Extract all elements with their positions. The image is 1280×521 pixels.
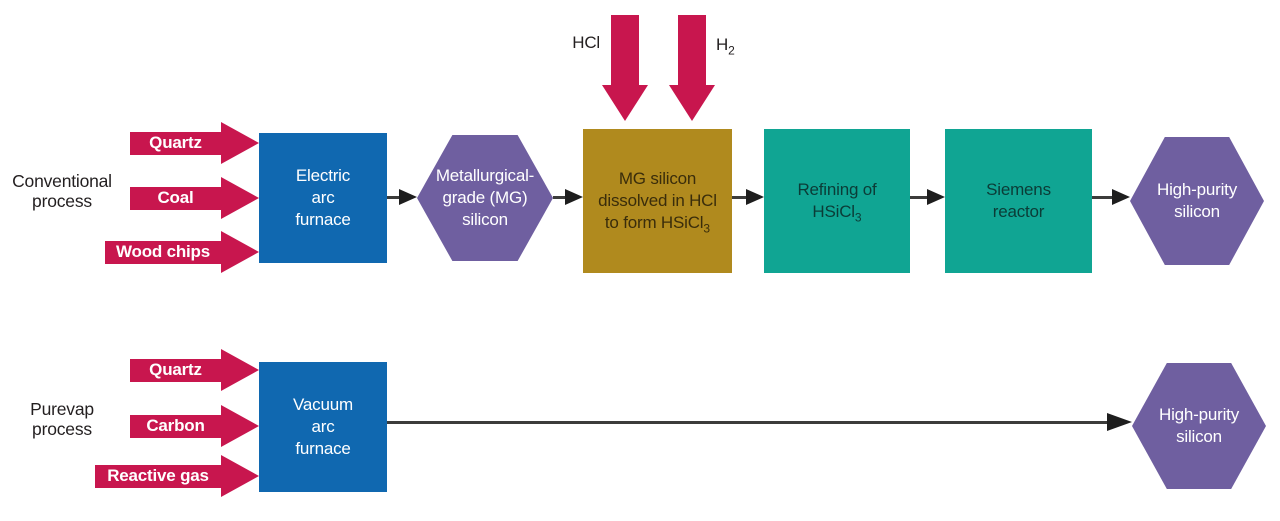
box-label-line: Siemens	[986, 180, 1051, 199]
arrow-head-icon	[1107, 413, 1132, 431]
box-label-line: furnace	[295, 210, 351, 229]
mg-silicon-dissolved-box: MG silicon dissolved in HCl to form HSiC…	[583, 129, 732, 273]
arrow-head-icon	[221, 455, 259, 497]
box-label-base: HSiCl	[812, 202, 855, 221]
row-label-line: process	[32, 419, 92, 439]
arrow-head-icon	[221, 231, 259, 273]
arrow-line	[910, 195, 927, 199]
siemens-reactor-box: Siemens reactor	[945, 129, 1092, 273]
flow-arrow-1	[387, 188, 417, 206]
arrow-head-icon	[565, 189, 583, 205]
input-arrow-label: Reactive gas	[95, 464, 221, 488]
vacuum-arc-furnace-box: Vacuum arc furnace	[259, 362, 387, 492]
box-label-line: HSiCl3	[812, 201, 861, 223]
hex-label-line: High-purity	[1157, 180, 1237, 199]
box-label-line: furnace	[295, 439, 351, 458]
flow-arrow-4	[910, 188, 945, 206]
flow-arrow-2	[553, 188, 583, 206]
arrow-head-icon	[221, 405, 259, 447]
flow-arrow-5	[1092, 188, 1130, 206]
h2-label-base: H	[716, 35, 729, 54]
input-arrow-coal: Coal	[130, 177, 259, 219]
electric-arc-furnace-box: Electric arc furnace	[259, 133, 387, 263]
input-arrow-label: Quartz	[130, 358, 221, 382]
input-arrow-label: Wood chips	[105, 240, 221, 264]
arrow-head-icon	[221, 177, 259, 219]
input-arrow-quartz-conventional: Quartz	[130, 122, 259, 164]
input-arrow-carbon: Carbon	[130, 405, 259, 447]
arrow-line	[1092, 195, 1112, 199]
arrow-head-icon	[399, 189, 417, 205]
box-label-sub: 3	[854, 210, 862, 225]
row-label-conventional: Conventional process	[5, 171, 119, 211]
arrow-line	[387, 420, 1107, 424]
arrow-line	[387, 195, 399, 199]
arrow-head-icon	[669, 85, 715, 121]
row-label-line: process	[32, 191, 92, 211]
input-arrow-wood-chips: Wood chips	[105, 231, 259, 273]
input-arrow-label: Coal	[130, 186, 221, 210]
arrow-body	[678, 15, 706, 85]
box-label-line: reactor	[992, 202, 1045, 221]
input-arrow-quartz-purevap: Quartz	[130, 349, 259, 391]
input-arrow-label: Quartz	[130, 131, 221, 155]
arrow-head-icon	[221, 349, 259, 391]
hcl-label: HCl	[572, 33, 600, 52]
input-arrow-reactive-gas: Reactive gas	[95, 455, 259, 497]
input-arrow-label: Carbon	[130, 414, 221, 438]
box-label-line: Vacuum	[293, 395, 353, 414]
arrow-line	[553, 195, 565, 199]
hex-label-line: grade (MG)	[442, 188, 528, 207]
box-label-line: Refining of	[797, 180, 877, 199]
hex-label-line: silicon	[462, 210, 508, 229]
flow-arrow-3	[732, 188, 764, 206]
h2-label: H2	[716, 35, 735, 58]
arrow-head-icon	[927, 189, 945, 205]
box-label-line: arc	[311, 188, 335, 207]
row-label-line: Purevap	[30, 399, 94, 419]
hex-label-line: silicon	[1174, 202, 1220, 221]
mg-silicon-hexagon: Metallurgical- grade (MG) silicon	[417, 135, 553, 261]
hcl-down-arrow	[602, 15, 648, 121]
box-label-line: dissolved in HCl	[598, 191, 717, 210]
hex-label-line: High-purity	[1159, 405, 1239, 424]
hex-label-line: silicon	[1176, 427, 1222, 446]
hex-label-line: Metallurgical-	[435, 166, 535, 185]
arrow-line	[732, 195, 746, 199]
refining-hsicl3-box: Refining of HSiCl3	[764, 129, 910, 273]
arrow-head-icon	[602, 85, 648, 121]
box-label-line: Electric	[295, 166, 351, 185]
arrow-head-icon	[1112, 189, 1130, 205]
h2-label-sub: 2	[728, 43, 735, 58]
arrow-head-icon	[746, 189, 764, 205]
high-purity-silicon-hexagon-purevap: High-purity silicon	[1132, 363, 1266, 489]
arrow-body	[611, 15, 639, 85]
high-purity-silicon-hexagon-conventional: High-purity silicon	[1130, 137, 1264, 265]
box-label-base: to form HSiCl	[604, 213, 704, 232]
box-label-line: to form HSiCl3	[605, 212, 710, 234]
purevap-flow-arrow	[387, 413, 1132, 431]
h2-down-arrow	[669, 15, 715, 121]
row-label-purevap: Purevap process	[5, 399, 119, 439]
box-label-line: MG silicon	[618, 169, 697, 188]
arrow-head-icon	[221, 122, 259, 164]
box-label-line: arc	[311, 417, 335, 436]
row-label-line: Conventional	[12, 171, 112, 191]
box-label-sub: 3	[703, 221, 711, 236]
